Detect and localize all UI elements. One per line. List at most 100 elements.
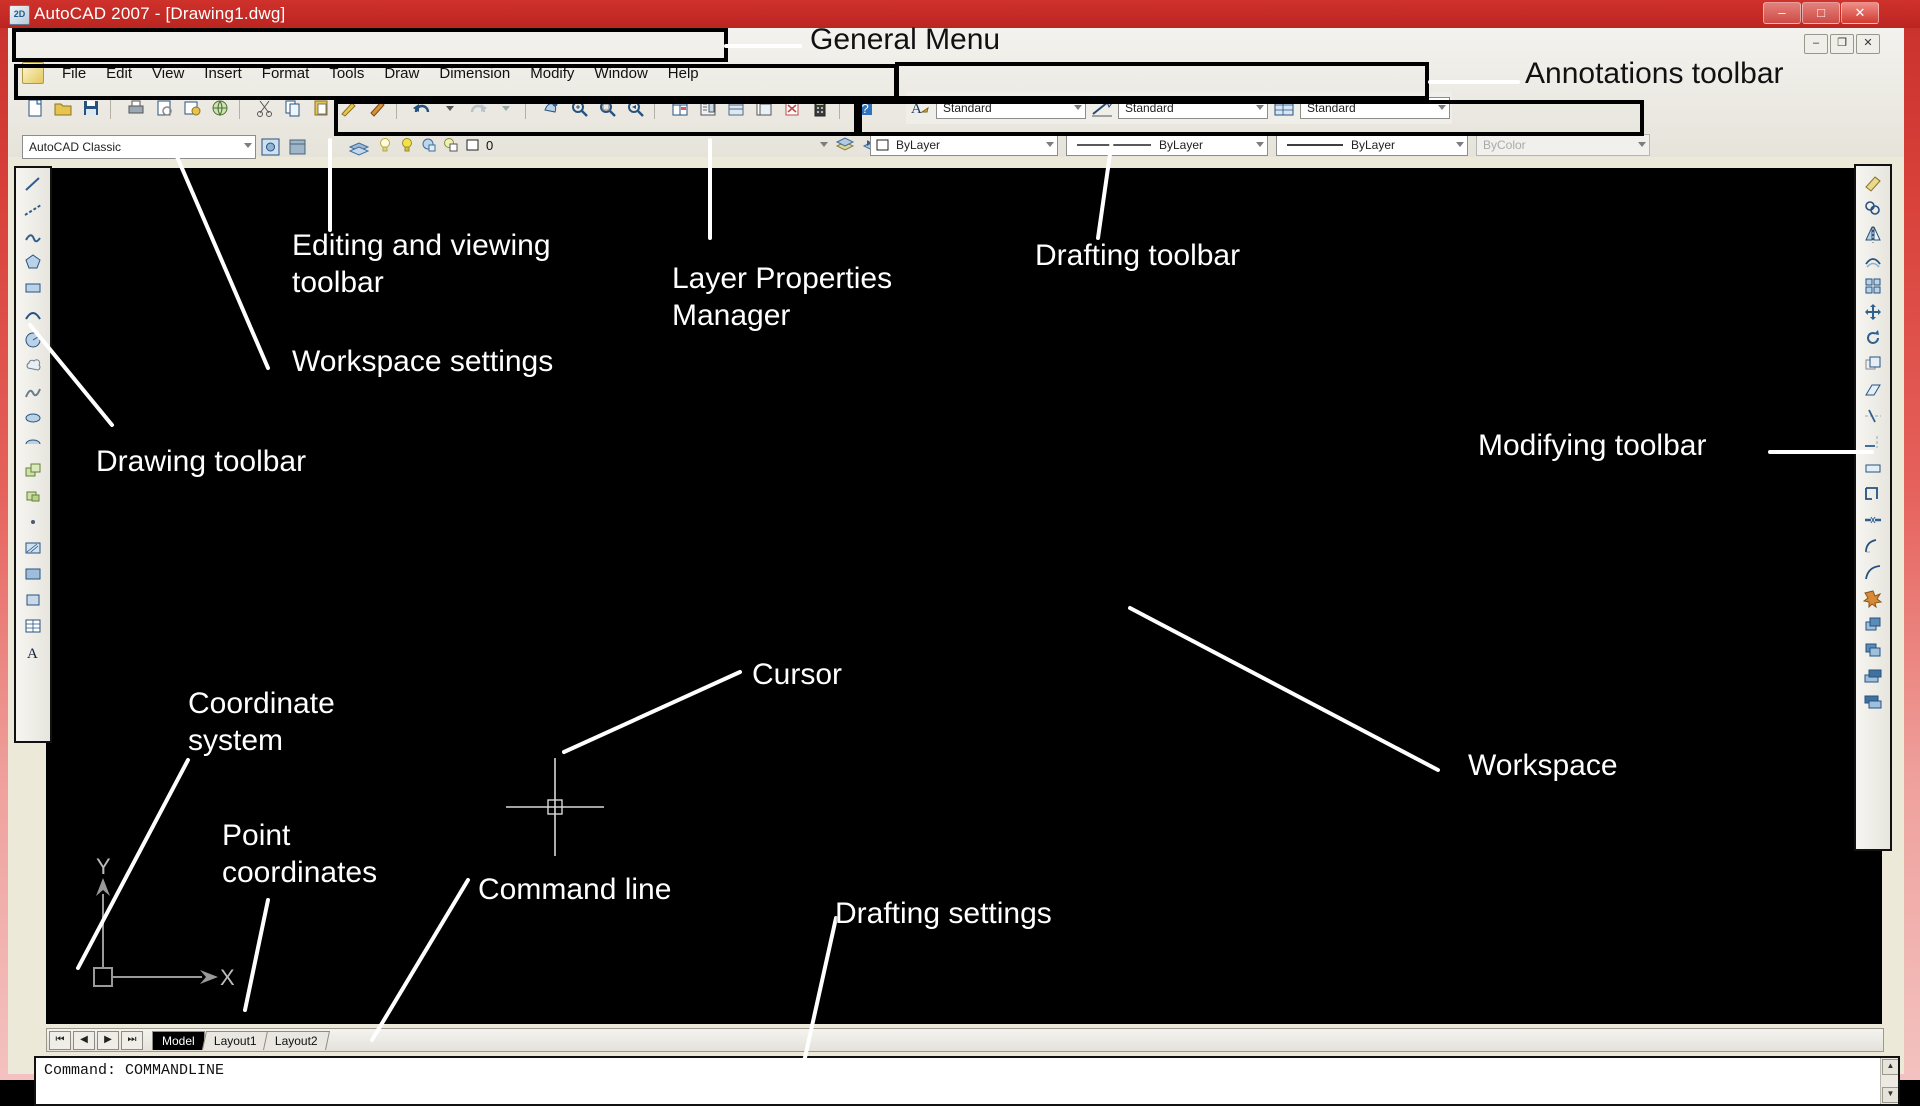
menu-item-modify[interactable]: Modify [530, 64, 575, 82]
polyline-icon[interactable] [19, 223, 47, 249]
fillet-icon[interactable] [1859, 559, 1887, 585]
region-icon[interactable] [19, 587, 47, 613]
break-icon[interactable] [1859, 481, 1887, 507]
erase-icon[interactable] [1859, 169, 1887, 195]
menu-item-window[interactable]: Window [594, 64, 648, 82]
layer-combo[interactable] [501, 135, 831, 155]
menu-item-view[interactable]: View [152, 64, 185, 82]
layer-properties-manager-icon[interactable] [346, 136, 372, 156]
circle-icon[interactable] [19, 327, 47, 353]
extend-icon[interactable] [1859, 429, 1887, 455]
menu-item-edit[interactable]: Edit [106, 64, 133, 82]
explode-icon[interactable] [1859, 585, 1887, 611]
array-icon[interactable] [1859, 273, 1887, 299]
undo-dropdown-icon[interactable] [437, 96, 464, 121]
draworder-back-icon[interactable] [1859, 637, 1887, 663]
hatch-icon[interactable] [19, 535, 47, 561]
copy-object-icon[interactable] [1859, 195, 1887, 221]
scroll-up-button[interactable]: ▲ [1882, 1059, 1898, 1075]
copy-icon[interactable] [280, 96, 307, 121]
chevron-down-icon[interactable] [1438, 105, 1446, 110]
block-editor-icon[interactable] [364, 96, 391, 121]
point-icon[interactable] [19, 509, 47, 535]
spline-icon[interactable] [19, 379, 47, 405]
offset-icon[interactable] [1859, 247, 1887, 273]
chevron-down-icon[interactable] [1074, 105, 1082, 110]
scroll-down-button[interactable]: ▼ [1882, 1087, 1898, 1103]
properties-icon[interactable] [667, 96, 694, 121]
dimension-style-combo[interactable]: Standard [1118, 97, 1268, 119]
pan-realtime-icon[interactable] [538, 96, 565, 121]
annotations-toolbar[interactable]: A Standard Standard [906, 92, 1452, 124]
redo-icon[interactable] [465, 96, 492, 121]
workspace-settings-icon[interactable] [259, 136, 283, 158]
publish-icon[interactable] [179, 96, 206, 121]
drawing-workspace[interactable]: X Y [46, 168, 1882, 1024]
workspaces-toolbar[interactable]: AutoCAD Classic [22, 133, 310, 161]
gradient-icon[interactable] [19, 561, 47, 587]
zoom-previous-icon[interactable] [622, 96, 649, 121]
tool-palettes-icon[interactable] [723, 96, 750, 121]
publish-web-icon[interactable] [207, 96, 234, 121]
markup-set-manager-icon[interactable] [779, 96, 806, 121]
command-line-window[interactable]: Command: COMMANDLINE ▲ ▼ [34, 1056, 1900, 1106]
drawing-toolbar[interactable]: A [14, 166, 52, 743]
chevron-down-icon[interactable] [1046, 142, 1054, 147]
layer-plot-icon[interactable] [442, 136, 460, 154]
editing-and-viewing-toolbar[interactable]: ? [22, 94, 880, 122]
draworder-below-icon[interactable] [1859, 689, 1887, 715]
construction-line-icon[interactable] [19, 197, 47, 223]
cut-icon[interactable] [252, 96, 279, 121]
layer-freeze-icon[interactable] [398, 136, 416, 154]
command-line-scrollbar[interactable]: ▲ ▼ [1880, 1058, 1898, 1104]
menu-item-help[interactable]: Help [667, 64, 699, 82]
zoom-realtime-icon[interactable] [566, 96, 593, 121]
menu-item-insert[interactable]: Insert [204, 64, 242, 82]
chevron-down-icon[interactable] [1256, 142, 1264, 147]
trim-icon[interactable] [1859, 403, 1887, 429]
modify-toolbar[interactable] [1854, 164, 1892, 851]
chevron-down-icon[interactable] [1456, 142, 1464, 147]
linetype-combo[interactable]: ByLayer [1066, 134, 1268, 156]
general-menu-bar[interactable]: File Edit View Insert Format Tools Draw … [22, 60, 709, 86]
open-icon[interactable] [50, 96, 77, 121]
layer-on-off-icon[interactable] [376, 136, 394, 154]
tab-layout1[interactable]: Layout1 [201, 1030, 269, 1050]
polygon-icon[interactable] [19, 249, 47, 275]
close-button[interactable]: ✕ [1841, 2, 1879, 24]
menu-item-file[interactable]: File [62, 64, 87, 82]
move-icon[interactable] [1859, 299, 1887, 325]
insert-block-icon[interactable] [19, 457, 47, 483]
minimize-button[interactable]: – [1763, 2, 1801, 24]
multiline-text-icon[interactable]: A [19, 639, 47, 665]
prev-layout-button[interactable]: ◀ [73, 1030, 95, 1050]
menu-item-draw[interactable]: Draw [384, 64, 420, 82]
zoom-window-icon[interactable] [594, 96, 621, 121]
quick-calc-icon[interactable] [807, 96, 834, 121]
layers-toolbar[interactable]: 0 [344, 131, 885, 159]
rotate-icon[interactable] [1859, 325, 1887, 351]
line-icon[interactable] [19, 171, 47, 197]
make-block-icon[interactable] [19, 483, 47, 509]
ellipse-arc-icon[interactable] [19, 431, 47, 457]
first-layout-button[interactable]: ⏮ [49, 1030, 71, 1050]
chamfer-icon[interactable] [1859, 533, 1887, 559]
document-restore-button[interactable]: ❐ [1830, 34, 1854, 54]
layer-lock-icon[interactable] [420, 136, 438, 154]
rectangle-icon[interactable] [19, 275, 47, 301]
break-at-point-icon[interactable] [1859, 455, 1887, 481]
lineweight-combo[interactable]: ByLayer [1276, 134, 1468, 156]
chevron-down-icon[interactable] [1256, 105, 1264, 110]
menu-item-dimension[interactable]: Dimension [439, 64, 511, 82]
chevron-down-icon[interactable] [820, 142, 829, 147]
match-properties-icon[interactable] [336, 96, 363, 121]
redo-dropdown-icon[interactable] [493, 96, 520, 121]
properties-toolbar[interactable]: ByLayer ByLayer ByLayer ByColor [870, 131, 1650, 159]
mirror-icon[interactable] [1859, 221, 1887, 247]
stretch-icon[interactable] [1859, 377, 1887, 403]
draworder-front-icon[interactable] [1859, 611, 1887, 637]
last-layout-button[interactable]: ⏭ [121, 1030, 143, 1050]
tab-layout2[interactable]: Layout2 [263, 1030, 331, 1050]
sheet-set-manager-icon[interactable] [751, 96, 778, 121]
document-minimize-button[interactable]: – [1804, 34, 1828, 54]
